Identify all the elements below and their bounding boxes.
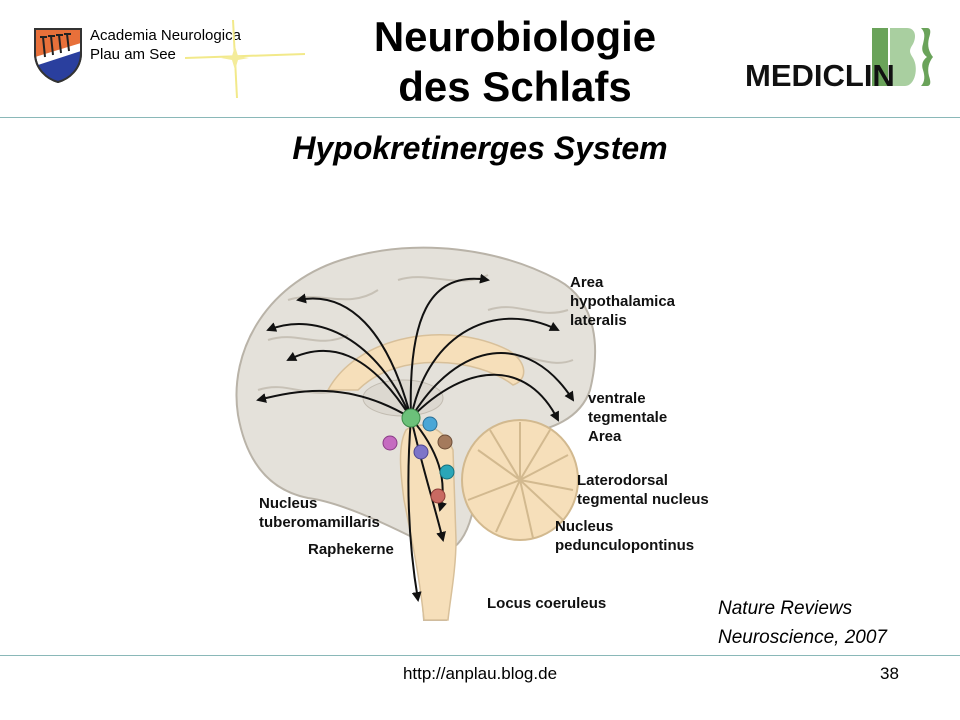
label-laterodorsal: Laterodorsal tegmental nucleus — [577, 471, 709, 509]
label-tuberomamillaris: Nucleus tuberomamillaris — [259, 494, 380, 532]
label-line: Laterodorsal — [577, 472, 668, 489]
label-line: tegmental nucleus — [577, 491, 709, 508]
label-vta: ventrale tegmentale Area — [588, 389, 667, 446]
institution-line1: Academia Neurologica — [90, 27, 241, 44]
mediclin-logo — [872, 28, 933, 86]
label-line: tuberomamillaris — [259, 514, 380, 531]
page-title: Neurobiologie des Schlafs — [330, 12, 700, 112]
page-subtitle: Hypokretinerges System — [292, 130, 668, 166]
nucleus-locus-coeruleus — [430, 488, 446, 504]
footer-divider — [0, 655, 960, 656]
corpus-callosum — [326, 334, 525, 391]
logo-text: MEDICLIN — [745, 58, 895, 93]
label-pedunculopontinus: Nucleus pedunculopontinus — [555, 517, 694, 555]
label-line: Nucleus — [555, 518, 614, 535]
title-line1: Neurobiologie — [373, 13, 657, 60]
label-line: ventrale — [588, 390, 646, 407]
citation-line2: Neuroscience, 2007 — [718, 627, 887, 648]
nucleus-tuberomamillaris — [382, 435, 398, 451]
nucleus-raphe — [413, 444, 429, 460]
label-line: Area — [570, 274, 604, 291]
sparkle-decoration — [185, 20, 305, 99]
label-locus-coeruleus: Locus coeruleus — [487, 595, 607, 612]
nucleus-laterodorsal — [437, 434, 453, 450]
label-line: hypothalamica — [570, 293, 676, 310]
label-line: tegmentale — [588, 409, 668, 426]
citation: Nature Reviews Neuroscience, 2007 — [718, 594, 887, 652]
institution-name: Academia Neurologica Plau am See — [90, 26, 241, 64]
nucleus-area-hypothalamica — [401, 408, 421, 428]
label-area-hypothalamica: Area hypothalamica lateralis — [570, 273, 675, 330]
label-raphe: Raphekerne — [308, 541, 394, 558]
nucleus-pedunculopontinus — [439, 464, 455, 480]
label-line: Area — [588, 428, 622, 445]
page-number: 38 — [880, 664, 899, 683]
label-line: pedunculopontinus — [555, 537, 695, 554]
title-line2: des Schlafs — [398, 63, 632, 110]
label-line: Nucleus — [259, 495, 318, 512]
institution-line2: Plau am See — [90, 46, 176, 63]
projection-arrows — [256, 273, 575, 602]
brain-diagram — [235, 246, 597, 621]
nucleus-vta — [422, 416, 438, 432]
label-line: lateralis — [570, 312, 627, 329]
citation-line1: Nature Reviews — [718, 598, 853, 619]
footer-url[interactable]: http://anplau.blog.de — [402, 664, 558, 683]
thalamus — [362, 379, 444, 417]
crest-logo — [34, 28, 82, 83]
header-divider — [0, 117, 960, 118]
